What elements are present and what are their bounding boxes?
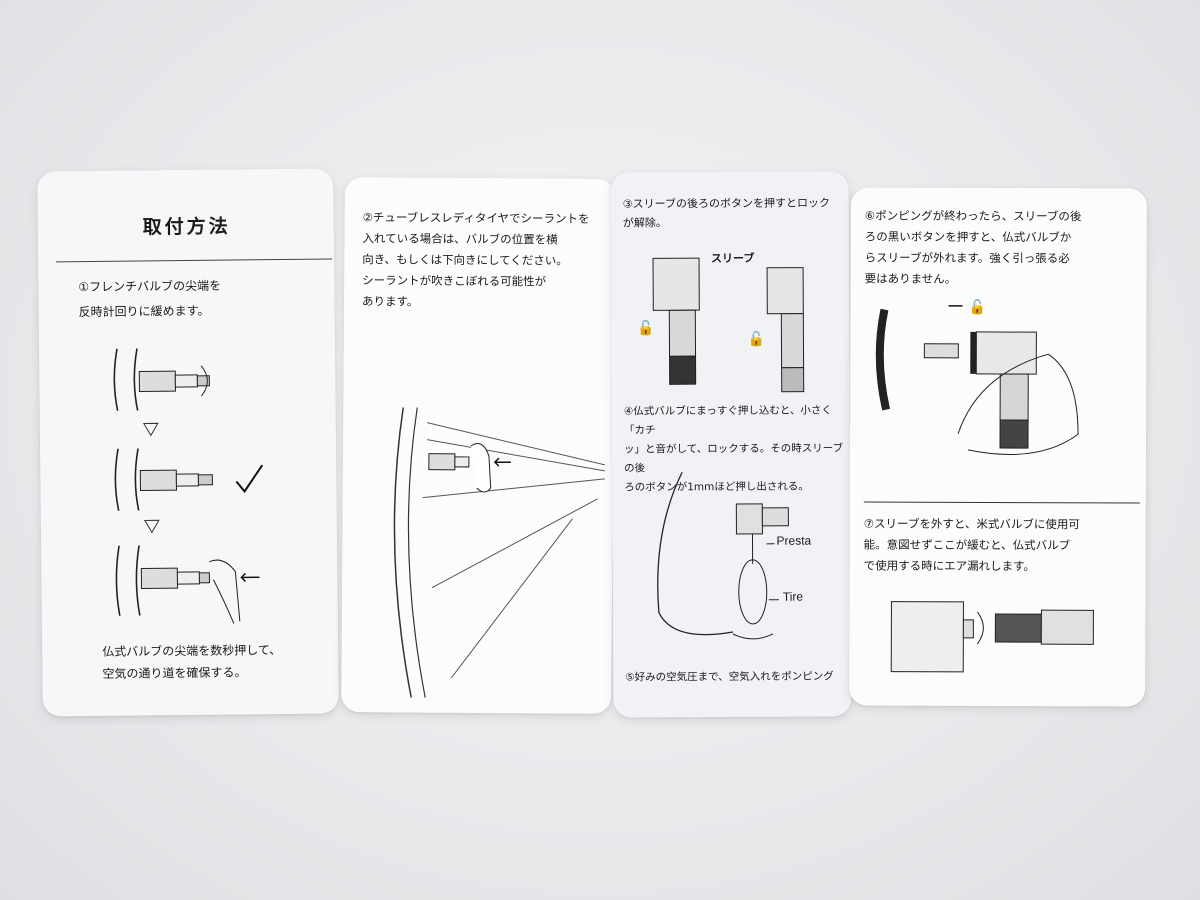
instruction-panel-4: ⑥ポンピングが終わったら、スリーブの後 ろの黒いボタンを押すと、仏式バルブか ら… <box>849 187 1147 707</box>
american-valve-illustration <box>890 601 1094 673</box>
note-text: 仏式バルブの尖端を数秒押して、 空気の通り道を確保する。 <box>102 643 282 681</box>
step-5-text: ⑤好みの空気圧まで、空気入れをポンピング <box>625 670 834 684</box>
sleeve-unlock-illustration: 🔓 🔓 <box>637 257 805 393</box>
instruction-panel-3: ③スリーブの後ろのボタンを押すとロック が解除。 スリーブ 🔓 🔓 ④仏式バルブ… <box>610 171 852 718</box>
instruction-panel-1: 取付方法 ①フレンチバルブの尖端を 反時計回りに緩めます。 仏式バルブの尖端を数… <box>37 168 339 717</box>
sleeve-release-illustration: 🔓 <box>875 299 1079 455</box>
instruction-panel-2: ②チューブレスレディタイヤでシーラントを 入れている場合は、バルブの位置を横 向… <box>341 177 615 714</box>
check-icon <box>235 464 264 494</box>
wheel-valve-illustration <box>393 407 605 698</box>
presta-label: Presta <box>776 533 812 548</box>
tire-label: Tire <box>782 589 804 604</box>
valve-loosen-illustration <box>113 348 264 624</box>
unlock-icon: 🔓 <box>747 331 765 348</box>
presta-press-illustration <box>657 471 789 640</box>
unlock-icon: 🔓 <box>637 319 655 336</box>
unlock-icon: 🔓 <box>968 299 985 316</box>
